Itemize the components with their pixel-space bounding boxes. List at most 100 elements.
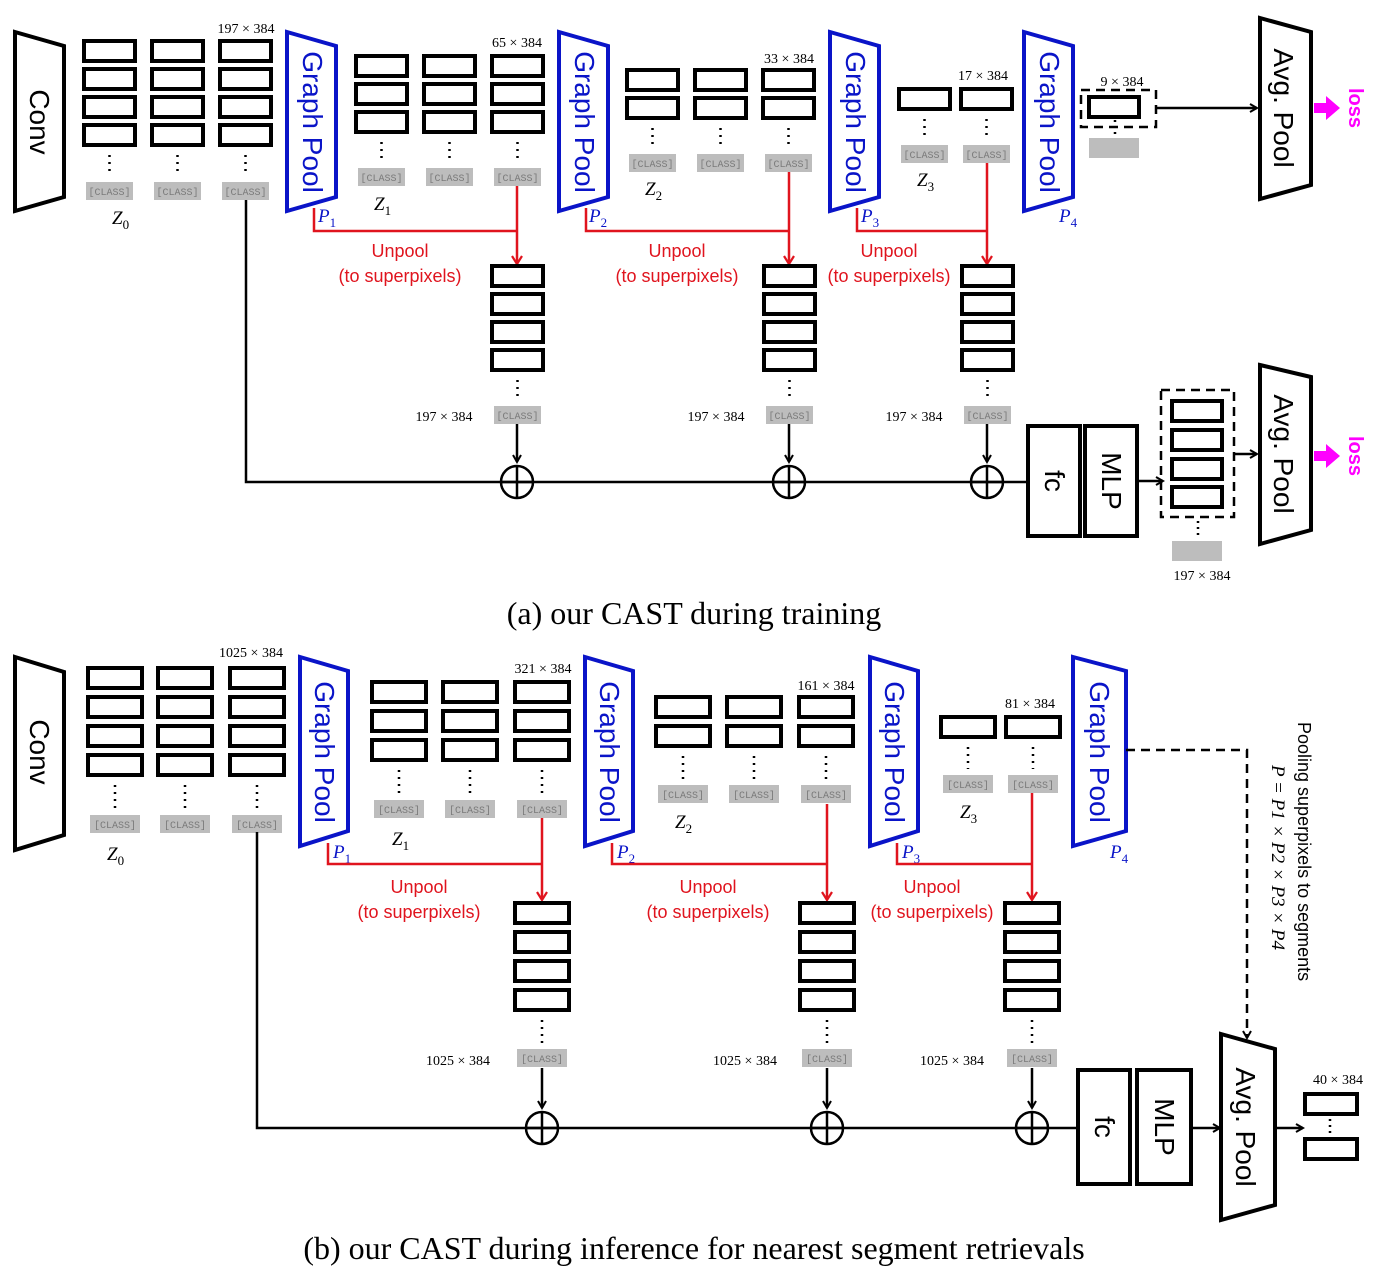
class-token-label: [CLASS] (521, 1054, 563, 1066)
token (370, 709, 428, 733)
token (422, 54, 477, 78)
z3-token-stack: [CLASS] (1004, 715, 1062, 793)
token (156, 695, 214, 719)
token (156, 724, 214, 748)
token (218, 39, 273, 63)
z1-token-stack: [CLASS] (441, 680, 499, 818)
unpool-line (584, 208, 789, 233)
z2-token-stack: [CLASS] (654, 695, 712, 803)
z2-dim-label: 33 × 384 (764, 52, 814, 67)
class-token-label: [CLASS] (805, 790, 847, 802)
token (218, 123, 273, 147)
class-token (1007, 1049, 1057, 1067)
z0-token-stack: [CLASS] (82, 39, 137, 200)
token (513, 930, 571, 954)
unpool-paths: Unpool(to superpixels)[CLASS]197 × 384Un… (312, 163, 1015, 500)
class-token (964, 406, 1011, 424)
fc-label: fc (1039, 470, 1070, 492)
token (762, 320, 817, 344)
token (513, 680, 571, 704)
unpool-label-line2: (to superpixels) (615, 266, 738, 286)
token (960, 264, 1015, 288)
p4-output-token: 9 × 384 (1079, 75, 1257, 158)
p1-label: P1 (332, 842, 351, 866)
unpooled-dim-label: 197 × 384 (416, 410, 473, 425)
fc-label: fc (1089, 1116, 1120, 1138)
z0-token-stack: [CLASS] (228, 666, 286, 833)
class-token (494, 168, 541, 186)
z0-token-stack: [CLASS] (150, 39, 205, 200)
graph-pool-4: Graph Pool P4 (1022, 29, 1078, 230)
token (218, 67, 273, 91)
token (761, 96, 816, 120)
p3-label: P3 (860, 206, 879, 230)
p1-label: P1 (317, 206, 336, 230)
class-token (802, 1049, 852, 1067)
z0-dim-label: 1025 × 384 (219, 646, 283, 661)
class-token (494, 406, 541, 424)
graph-pool-label: Graph Pool (1034, 51, 1065, 193)
unpool-branch-1: Unpool(to superpixels)[CLASS]197 × 384 (312, 186, 545, 500)
unpool-paths: Unpool(to superpixels)[CLASS]1025 × 384U… (326, 793, 1061, 1146)
z1-token-stacks: [CLASS][CLASS][CLASS] (354, 54, 545, 186)
token (798, 988, 856, 1012)
unpool-branch-2: Unpool(to superpixels)[CLASS]1025 × 384 (610, 804, 856, 1146)
graph-pool-1: Graph Pool P1 (285, 29, 338, 230)
class-token-label: [CLASS] (360, 173, 402, 185)
z3-token-stacks: [CLASS][CLASS] (897, 87, 1014, 163)
z0-label: Z0 (112, 208, 129, 232)
z0-label: Z0 (107, 844, 124, 868)
unpool-branch-1: Unpool(to superpixels)[CLASS]1025 × 384 (326, 818, 571, 1146)
z1-label: Z1 (392, 829, 409, 853)
z3-token-stack: [CLASS] (939, 715, 997, 793)
class-token-label: [CLASS] (806, 1054, 848, 1066)
token (490, 264, 545, 288)
unpool-branch-3: Unpool(to superpixels)[CLASS]197 × 384 (827, 163, 1015, 500)
token (725, 695, 783, 719)
avg-pool-block-top: Avg. Pool loss (1258, 15, 1366, 202)
p4-label: P4 (1058, 206, 1078, 230)
skip-connection-line (244, 200, 1028, 484)
mlp-label: MLP (1149, 1098, 1180, 1156)
conv-block: Conv (13, 654, 66, 853)
class-token (697, 154, 744, 172)
p2-label: P2 (588, 206, 607, 230)
z3-label: Z3 (917, 170, 934, 194)
unpool-line (326, 843, 542, 866)
z0-token-stack: [CLASS] (218, 39, 273, 200)
token (513, 988, 571, 1012)
token (797, 724, 855, 748)
graph-pool-2: Graph Pool P2 (583, 654, 635, 866)
token (370, 738, 428, 762)
class-token-label: [CLASS] (1012, 780, 1054, 792)
avg-pool-label: Avg. Pool (1268, 48, 1299, 167)
token (1003, 930, 1061, 954)
token (150, 123, 205, 147)
token (441, 680, 499, 704)
p3-label: P3 (901, 842, 920, 866)
token (82, 123, 137, 147)
token (354, 54, 409, 78)
class-token-label: [CLASS] (733, 790, 775, 802)
token (218, 95, 273, 119)
unpooled-dim-label: 1025 × 384 (713, 1054, 777, 1069)
unpooled-dim-label: 1025 × 384 (426, 1054, 490, 1069)
class-token-label: [CLASS] (965, 150, 1007, 162)
unpool-label-line2: (to superpixels) (870, 902, 993, 922)
segments-out-dim-label: 40 × 384 (1313, 1073, 1363, 1088)
class-token (426, 168, 473, 186)
conv-label: Conv (24, 89, 55, 154)
class-token (154, 182, 201, 200)
graph-pool-4: Graph Pool P4 (1071, 654, 1129, 866)
panel-b-caption: (b) our CAST during inference for neares… (303, 1230, 1084, 1266)
unpool-label-line1: Unpool (860, 241, 917, 261)
token (625, 68, 680, 92)
avg-pool-label: Avg. Pool (1230, 1067, 1261, 1186)
graph-pool-label: Graph Pool (1084, 681, 1115, 823)
token (86, 695, 144, 719)
z2-label: Z2 (675, 812, 692, 836)
token (441, 738, 499, 762)
unpooled-token-stack: [CLASS] (762, 264, 817, 424)
mlp-block: MLP (1135, 1068, 1193, 1186)
token (1003, 959, 1061, 983)
